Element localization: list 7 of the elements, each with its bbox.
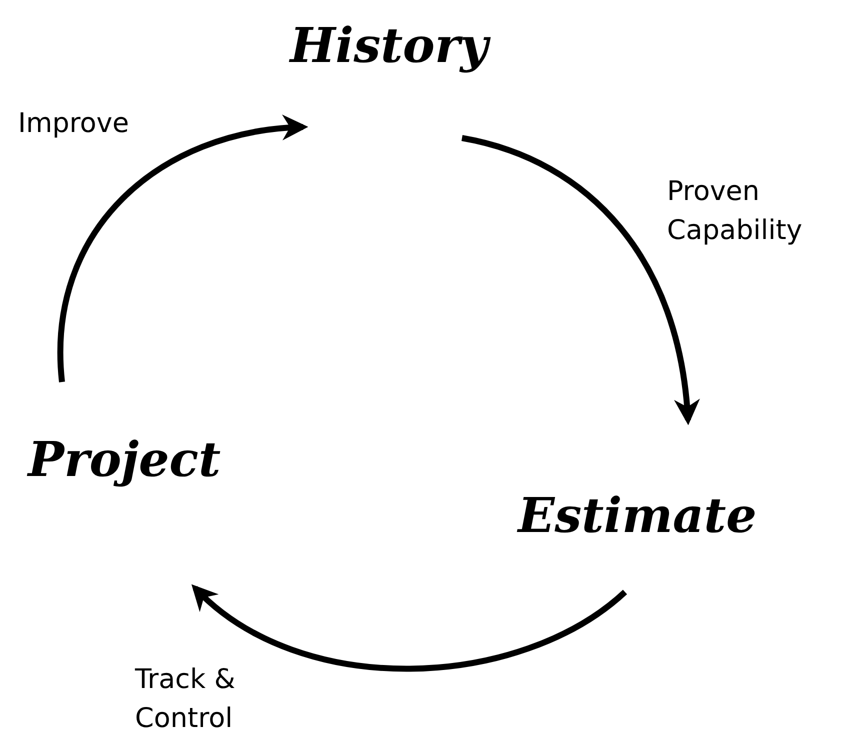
edge-label: Track & Control xyxy=(135,663,236,736)
curved-arrow xyxy=(191,584,627,672)
edge-label: Improve xyxy=(18,107,130,141)
curved-arrow xyxy=(461,135,699,426)
stage-label: Estimate xyxy=(518,492,757,540)
curved-arrow xyxy=(58,116,308,382)
edge-label: Proven Capability xyxy=(667,175,804,248)
